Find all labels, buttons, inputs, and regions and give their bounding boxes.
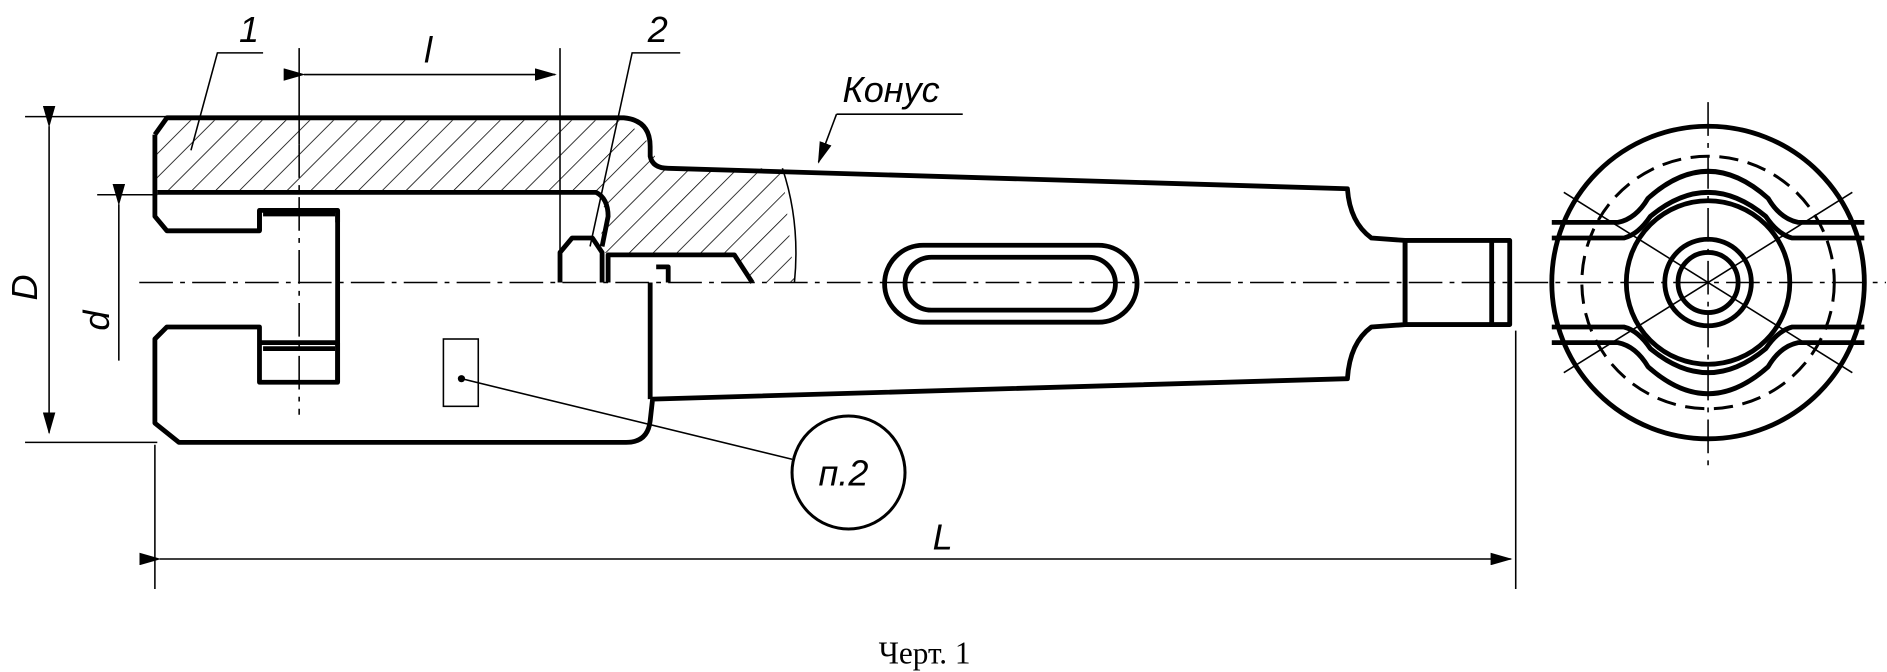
leaders	[190, 52, 963, 531]
label-part-1: 1	[239, 9, 259, 50]
label-part-2: 2	[647, 9, 668, 50]
end-view	[1549, 102, 1867, 469]
cone-slot-outer	[882, 242, 1140, 325]
label-cone: Конус	[843, 69, 940, 110]
dimensions	[25, 48, 1517, 590]
label-dim-D: D	[4, 274, 45, 300]
figure-caption: Черт. 1	[879, 636, 971, 671]
label-dim-L: L	[933, 516, 953, 557]
label-note: п.2	[818, 453, 868, 494]
cone-slot-inner	[902, 254, 1118, 313]
hatched-section-upper	[154, 120, 795, 283]
holder-body	[152, 115, 1513, 445]
note-circle	[790, 414, 907, 531]
label-dim-l: l	[424, 30, 433, 71]
label-dim-d: d	[76, 310, 117, 331]
